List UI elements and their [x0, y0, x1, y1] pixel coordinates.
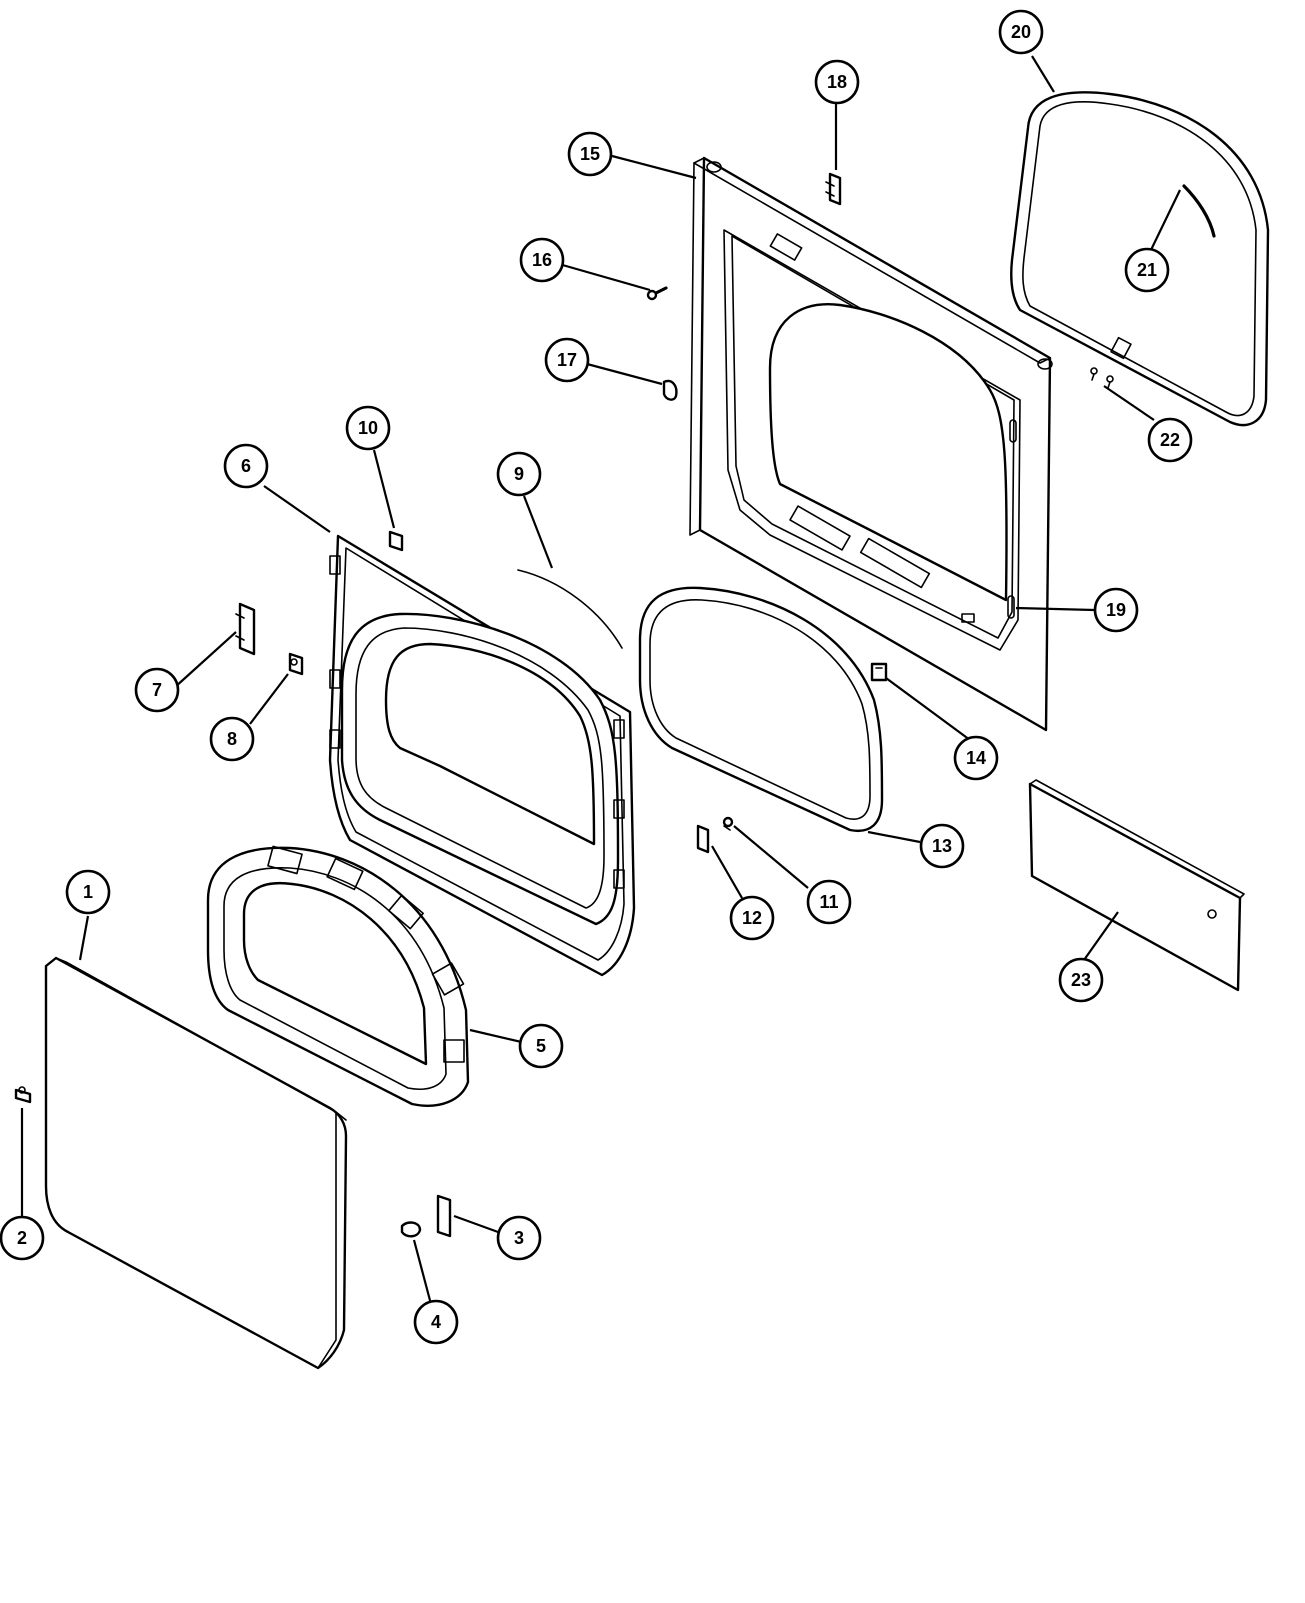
- svg-text:13: 13: [932, 836, 952, 856]
- svg-text:17: 17: [557, 350, 577, 370]
- screw-16-part: [646, 286, 668, 301]
- callout-4: 4: [413, 1299, 459, 1345]
- callout-1: 1: [65, 869, 111, 915]
- screw-4-part: [400, 1221, 422, 1238]
- latch-part: [288, 652, 304, 676]
- svg-text:16: 16: [532, 250, 552, 270]
- svg-text:1: 1: [83, 882, 93, 902]
- hinge-bracket-part: [235, 602, 256, 656]
- hinge-screw-part: [14, 1086, 32, 1104]
- callout-16: 16: [519, 237, 565, 283]
- svg-text:14: 14: [966, 748, 986, 768]
- seal-strip-part: [517, 569, 623, 649]
- callout-15: 15: [567, 131, 613, 177]
- callout-9: 9: [496, 451, 542, 497]
- callout-23: 23: [1058, 957, 1104, 1003]
- svg-text:5: 5: [536, 1036, 546, 1056]
- callout-18: 18: [814, 59, 860, 105]
- callout-21: 21: [1124, 247, 1170, 293]
- svg-text:11: 11: [819, 892, 838, 912]
- clip-part: [388, 530, 404, 552]
- front-panel-part: [689, 156, 1053, 732]
- bumper-part: [662, 379, 678, 401]
- svg-text:21: 21: [1137, 260, 1157, 280]
- callout-8: 8: [209, 716, 255, 762]
- callout-12: 12: [729, 895, 775, 941]
- svg-text:20: 20: [1011, 22, 1031, 42]
- callouts: 1 2 3 4 5 6 7 8 9 10 11 12 13 14 15 16 1…: [0, 9, 1193, 1345]
- door-frame-part: [328, 534, 636, 977]
- svg-text:18: 18: [827, 72, 847, 92]
- svg-text:4: 4: [431, 1312, 441, 1332]
- screws-22-part: [1090, 367, 1114, 389]
- svg-text:10: 10: [358, 418, 378, 438]
- callout-13: 13: [919, 823, 965, 869]
- callout-5: 5: [518, 1023, 564, 1069]
- svg-text:6: 6: [241, 456, 251, 476]
- hinge-part: [436, 1194, 452, 1238]
- svg-text:8: 8: [227, 729, 237, 749]
- svg-text:2: 2: [17, 1228, 27, 1248]
- callout-10: 10: [345, 405, 391, 451]
- callout-11: 11: [806, 879, 852, 925]
- svg-text:9: 9: [514, 464, 524, 484]
- callout-20: 20: [998, 9, 1044, 55]
- callout-2: 2: [0, 1215, 45, 1261]
- svg-text:22: 22: [1160, 430, 1180, 450]
- svg-text:3: 3: [514, 1228, 524, 1248]
- svg-text:23: 23: [1071, 970, 1091, 990]
- inner-door-ring-part: [206, 845, 470, 1107]
- callout-14: 14: [953, 735, 999, 781]
- leader-lines: [20, 55, 1181, 1309]
- svg-text:15: 15: [580, 144, 600, 164]
- svg-text:7: 7: [152, 680, 162, 700]
- callout-7: 7: [134, 667, 180, 713]
- svg-text:19: 19: [1106, 600, 1126, 620]
- screw-11-part: [722, 816, 734, 831]
- callout-3: 3: [496, 1215, 542, 1261]
- panel-part: [44, 956, 348, 1370]
- catch-part: [870, 662, 888, 682]
- callout-17: 17: [544, 337, 590, 383]
- callout-6: 6: [223, 443, 269, 489]
- callout-22: 22: [1147, 417, 1193, 463]
- bracket-part: [825, 172, 842, 206]
- svg-text:12: 12: [742, 908, 762, 928]
- callout-19: 19: [1093, 587, 1139, 633]
- strike-part: [696, 824, 710, 854]
- toe-panel-part: [1028, 779, 1245, 992]
- door-gasket-part: [638, 586, 884, 833]
